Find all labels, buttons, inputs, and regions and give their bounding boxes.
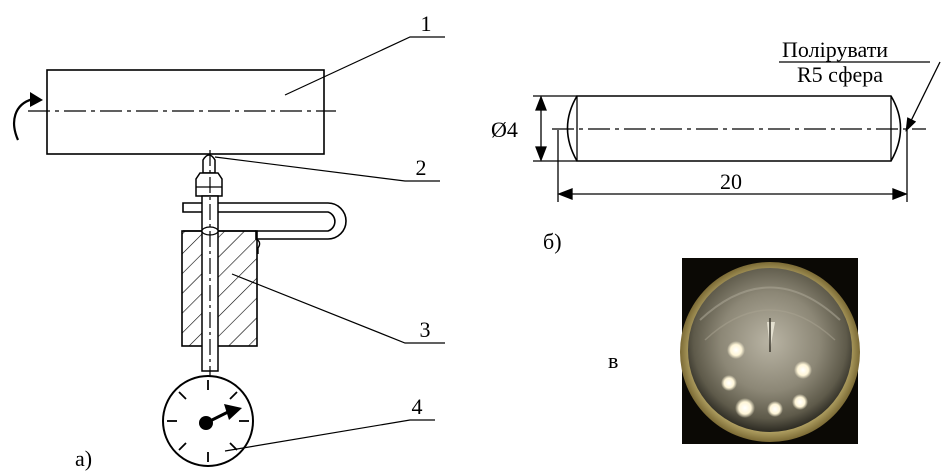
spring-clamp xyxy=(182,202,347,240)
callout-1: 1 xyxy=(421,11,432,36)
figure-b: Ø4 20 Полірувати R5 сфера б) xyxy=(491,37,941,254)
dial-indicator xyxy=(162,375,254,467)
figure-a: 1 2 3 4 а) xyxy=(13,11,445,471)
reflection-spot xyxy=(735,398,755,418)
figure-c-caption: в xyxy=(608,348,618,373)
guide-housing xyxy=(181,230,258,347)
callout-3: 3 xyxy=(420,317,431,342)
reflection-spot xyxy=(794,361,812,379)
length-label: 20 xyxy=(720,169,742,194)
reflection-spot xyxy=(721,375,737,391)
figure-b-caption: б) xyxy=(543,229,562,254)
figure-c: в xyxy=(608,258,860,444)
rotation-arrow-icon xyxy=(13,92,43,141)
reflection-spot xyxy=(767,401,783,417)
figure-a-caption: а) xyxy=(75,446,92,471)
callout-leaders xyxy=(214,36,445,452)
probe-tip xyxy=(202,154,216,174)
probe-nut xyxy=(195,172,223,197)
callout-2: 2 xyxy=(416,155,427,180)
callout-4: 4 xyxy=(412,394,423,419)
diameter-dimension xyxy=(533,95,577,162)
rotating-cylinder xyxy=(46,69,325,155)
reflection-spot xyxy=(727,341,745,359)
polish-note: Полірувати xyxy=(782,37,888,62)
sphere-note: R5 сфера xyxy=(797,62,883,87)
reflection-spot xyxy=(792,394,808,410)
length-dimension xyxy=(557,130,908,202)
diameter-label: Ø4 xyxy=(491,117,518,142)
